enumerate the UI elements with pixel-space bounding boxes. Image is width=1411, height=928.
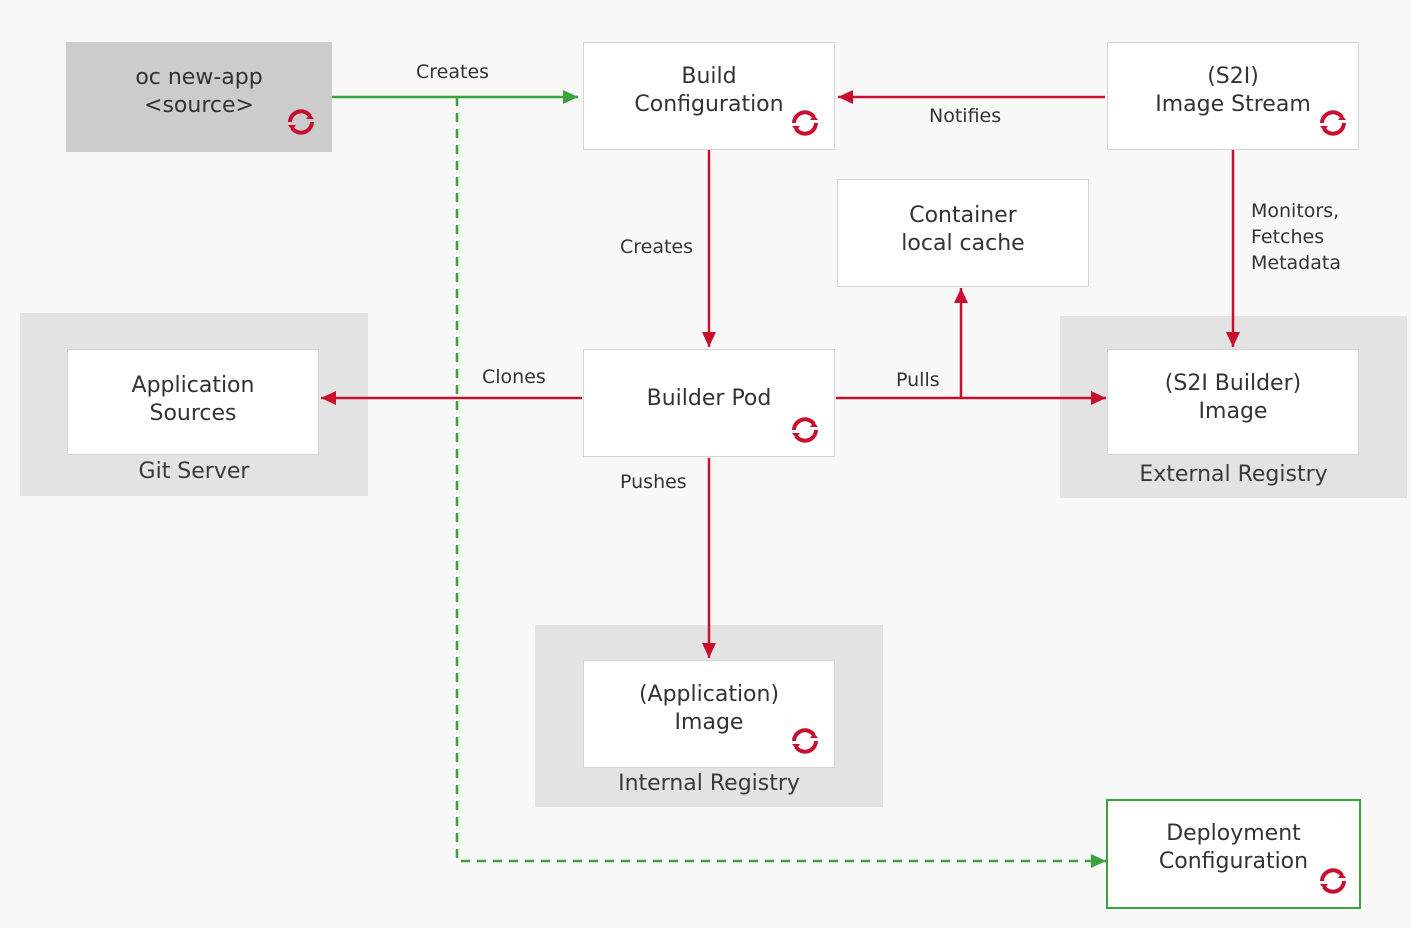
builder-pod-node: Builder Pod	[583, 349, 835, 457]
build-config-line2: Configuration	[634, 92, 784, 117]
container-local-cache-node: Container local cache	[837, 179, 1089, 287]
monitors-line2: Fetches	[1251, 226, 1325, 248]
image-stream-line2: Image Stream	[1155, 92, 1311, 117]
deploy-config-line2: Configuration	[1158, 849, 1309, 874]
app-image-line1: (Application)	[638, 682, 780, 707]
monitors-label: Monitors, Fetches Metadata	[1251, 198, 1341, 276]
monitors-line3: Metadata	[1251, 252, 1341, 274]
openshift-icon	[288, 109, 314, 135]
monitors-line1: Monitors,	[1251, 200, 1340, 222]
builder-pod-label: Builder Pod	[646, 386, 772, 411]
oc-new-app-line1: oc new-app	[135, 65, 263, 90]
app-sources-line2: Sources	[149, 401, 237, 426]
pushes-label: Pushes	[620, 471, 687, 493]
build-configuration-node: Build Configuration	[583, 42, 835, 150]
external-registry-label: External Registry	[1139, 462, 1328, 487]
openshift-icon	[1320, 868, 1346, 894]
internal-registry-label: Internal Registry	[618, 771, 800, 796]
build-config-line1: Build	[681, 64, 737, 89]
git-server-label: Git Server	[138, 459, 250, 484]
oc-new-app-node: oc new-app <source>	[66, 42, 332, 152]
application-image-node: (Application) Image	[583, 660, 835, 768]
image-stream-line1: (S2I)	[1207, 64, 1259, 89]
app-image-line2: Image	[674, 710, 744, 735]
local-cache-line1: Container	[909, 203, 1017, 228]
oc-new-app-line2: <source>	[144, 93, 254, 118]
app-sources-line1: Application	[131, 373, 255, 398]
pulls-label: Pulls	[896, 369, 940, 391]
openshift-icon	[1320, 110, 1346, 136]
builder-image-line1: (S2I Builder)	[1164, 371, 1302, 396]
builder-image-line2: Image	[1198, 399, 1268, 424]
openshift-icon	[792, 110, 818, 136]
application-sources-node: Application Sources	[67, 349, 319, 455]
s2i-builder-image-node: (S2I Builder) Image	[1107, 349, 1359, 455]
notifies-label: Notifies	[929, 105, 1002, 127]
openshift-icon	[792, 728, 818, 754]
local-cache-line2: local cache	[901, 231, 1025, 256]
creates-build-config-label: Creates	[416, 61, 490, 83]
openshift-icon	[792, 417, 818, 443]
deploy-config-line1: Deployment	[1166, 821, 1301, 846]
creates-builder-pod-label: Creates	[620, 236, 694, 258]
image-stream-node: (S2I) Image Stream	[1107, 42, 1359, 150]
clones-label: Clones	[482, 366, 546, 388]
deployment-configuration-node: Deployment Configuration	[1106, 799, 1361, 909]
